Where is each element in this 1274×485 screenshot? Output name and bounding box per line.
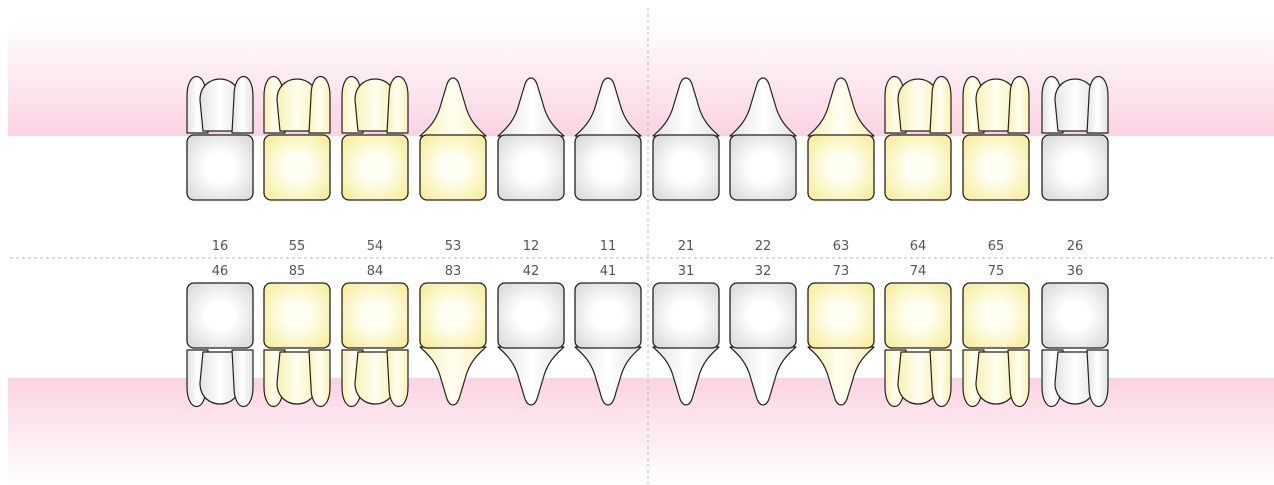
upper-tooth-label: 22 xyxy=(755,239,772,254)
tooth-55[interactable] xyxy=(264,77,330,201)
tooth-crown xyxy=(264,135,330,200)
tooth-16[interactable] xyxy=(187,77,253,201)
upper-tooth-label: 63 xyxy=(833,239,850,254)
tooth-root xyxy=(930,77,951,134)
tooth-root xyxy=(387,350,408,407)
lower-tooth-label: 36 xyxy=(1067,264,1084,279)
tooth-crown xyxy=(420,135,486,200)
tooth-crown xyxy=(963,283,1029,348)
tooth-crown xyxy=(498,283,564,348)
tooth-crown xyxy=(1042,283,1108,348)
tooth-crown xyxy=(1042,135,1108,200)
tooth-65[interactable] xyxy=(963,77,1029,201)
tooth-crown xyxy=(653,135,719,200)
tooth-54[interactable] xyxy=(342,77,408,201)
tooth-root xyxy=(232,350,253,407)
tooth-crown xyxy=(730,135,796,200)
upper-tooth-label: 54 xyxy=(367,239,384,254)
tooth-root xyxy=(309,77,330,134)
tooth-root xyxy=(387,77,408,134)
upper-tooth-label: 53 xyxy=(445,239,462,254)
tooth-crown xyxy=(187,135,253,200)
tooth-crown xyxy=(963,135,1029,200)
lower-tooth-label: 41 xyxy=(600,264,617,279)
lower-tooth-label: 46 xyxy=(212,264,229,279)
tooth-root xyxy=(232,77,253,134)
tooth-crown xyxy=(498,135,564,200)
tooth-75[interactable] xyxy=(963,283,1029,407)
upper-tooth-label: 21 xyxy=(678,239,695,254)
tooth-crown xyxy=(575,135,641,200)
tooth-crown xyxy=(342,135,408,200)
tooth-crown xyxy=(264,283,330,348)
lower-tooth-label: 73 xyxy=(833,264,850,279)
upper-tooth-label: 64 xyxy=(910,239,927,254)
tooth-84[interactable] xyxy=(342,283,408,407)
upper-tooth-label: 16 xyxy=(212,239,229,254)
tooth-crown xyxy=(808,135,874,200)
tooth-36[interactable] xyxy=(1042,283,1108,407)
upper-tooth-label: 65 xyxy=(988,239,1005,254)
lower-tooth-label: 75 xyxy=(988,264,1005,279)
upper-tooth-label: 55 xyxy=(289,239,306,254)
tooth-85[interactable] xyxy=(264,283,330,407)
upper-tooth-label: 11 xyxy=(600,239,617,254)
lower-tooth-label: 83 xyxy=(445,264,462,279)
tooth-crown xyxy=(342,283,408,348)
upper-tooth-label: 26 xyxy=(1067,239,1084,254)
tooth-root xyxy=(1008,77,1029,134)
tooth-crown xyxy=(420,283,486,348)
tooth-crown xyxy=(885,283,951,348)
lower-tooth-label: 74 xyxy=(910,264,927,279)
lower-tooth-label: 84 xyxy=(367,264,384,279)
tooth-74[interactable] xyxy=(885,283,951,407)
lower-tooth-label: 85 xyxy=(289,264,306,279)
tooth-crown xyxy=(885,135,951,200)
tooth-64[interactable] xyxy=(885,77,951,201)
tooth-46[interactable] xyxy=(187,283,253,407)
tooth-crown xyxy=(808,283,874,348)
tooth-crown xyxy=(653,283,719,348)
tooth-26[interactable] xyxy=(1042,77,1108,201)
lower-tooth-label: 31 xyxy=(678,264,695,279)
upper-tooth-label: 12 xyxy=(523,239,540,254)
lower-tooth-label: 32 xyxy=(755,264,772,279)
tooth-root xyxy=(1008,350,1029,407)
tooth-root xyxy=(930,350,951,407)
tooth-root xyxy=(1087,350,1108,407)
tooth-crown xyxy=(575,283,641,348)
lower-tooth-label: 42 xyxy=(523,264,540,279)
tooth-crown xyxy=(730,283,796,348)
tooth-root xyxy=(1087,77,1108,134)
tooth-crown xyxy=(187,283,253,348)
tooth-root xyxy=(309,350,330,407)
